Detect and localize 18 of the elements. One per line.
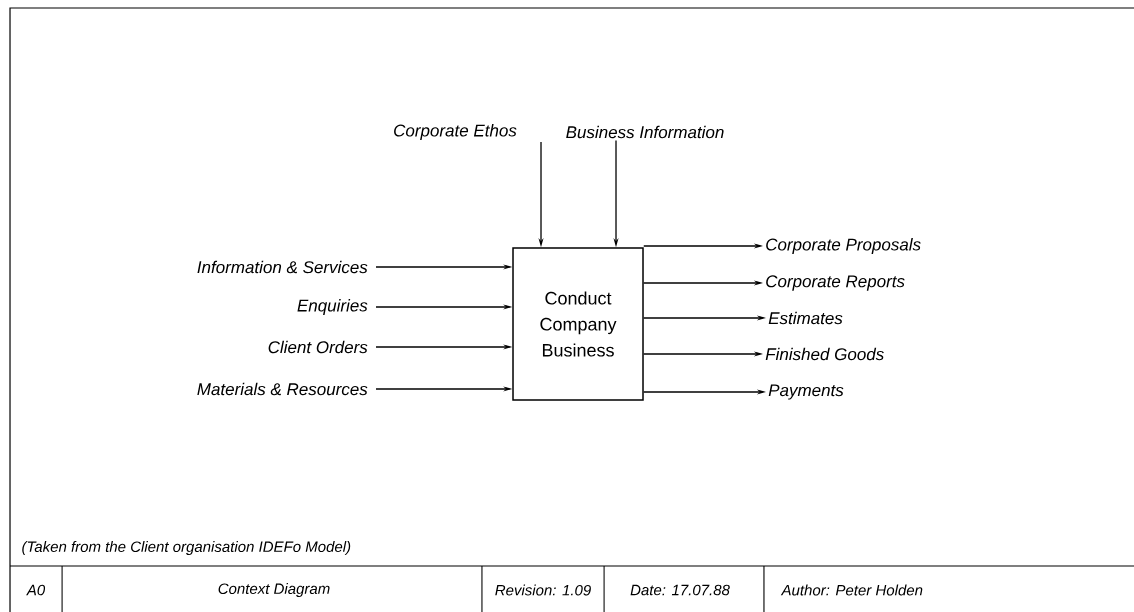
flow-label: Client Orders <box>268 340 368 354</box>
flow-label: Payments <box>768 384 844 400</box>
note-text: (Taken from the Client organisation IDEFo Model) <box>22 541 351 555</box>
flow-label: Enquiries <box>297 299 368 315</box>
table-cell: Revision: 1.09 <box>495 584 591 596</box>
flow-label: Information & Services <box>197 260 368 274</box>
process-box: Conduct Company Business <box>512 247 644 401</box>
table-cell: Context Diagram <box>218 583 330 597</box>
flow-label: Corporate Reports <box>766 275 905 291</box>
flow-label: Materials & Resources <box>197 382 368 396</box>
flow-label: Estimates <box>768 311 843 325</box>
flow-label: Corporate Proposals <box>766 238 921 254</box>
flow-label: Corporate Ethos <box>394 124 517 140</box>
flow-label: Business Information <box>566 125 724 139</box>
table-cell: A0 <box>26 584 46 596</box>
table-cell: Date: 17.07.88 <box>630 584 730 596</box>
flow-label: Finished Goods <box>765 347 884 361</box>
table-cell: Author: Peter Holden <box>780 584 923 596</box>
